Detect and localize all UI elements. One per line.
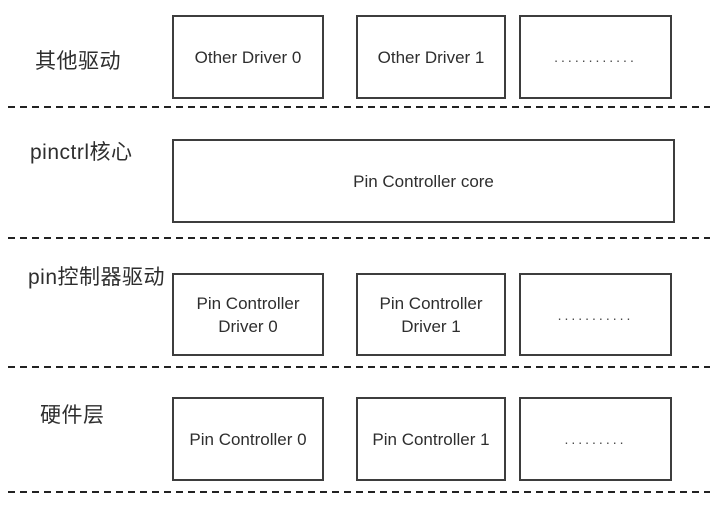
layer-label-pinctrl-core: pinctrl核心 bbox=[30, 141, 133, 164]
box-pin-controller-driver-0: Pin Controller Driver 0 bbox=[172, 273, 324, 356]
box-pin-controller-more-label: ......... bbox=[564, 431, 627, 447]
box-pin-controller-core-label: Pin Controller core bbox=[353, 171, 494, 191]
box-pin-controller-more: ......... bbox=[519, 397, 672, 481]
layer-label-hardware: 硬件层 bbox=[40, 404, 105, 427]
box-pin-controller-core: Pin Controller core bbox=[172, 139, 675, 223]
box-other-driver-more: ............ bbox=[519, 15, 672, 99]
layer-label-other-drivers: 其他驱动 bbox=[35, 50, 121, 73]
layer-separator-2 bbox=[8, 237, 710, 239]
box-other-driver-0: Other Driver 0 bbox=[172, 15, 324, 99]
box-pin-controller-driver-0-label: Pin Controller Driver 0 bbox=[196, 293, 300, 336]
box-pin-controller-1: Pin Controller 1 bbox=[356, 397, 506, 481]
box-other-driver-1-label: Other Driver 1 bbox=[377, 47, 485, 67]
layer-separator-3 bbox=[8, 366, 710, 368]
layer-separator-1 bbox=[8, 106, 710, 108]
box-other-driver-0-label: Other Driver 0 bbox=[194, 47, 302, 67]
layer-separator-4 bbox=[8, 491, 710, 493]
box-pin-controller-driver-1: Pin Controller Driver 1 bbox=[356, 273, 506, 356]
box-pin-controller-0: Pin Controller 0 bbox=[172, 397, 324, 481]
box-pin-controller-driver-1-label: Pin Controller Driver 1 bbox=[379, 293, 483, 336]
box-pin-controller-driver-more: ........... bbox=[519, 273, 672, 356]
box-other-driver-more-label: ............ bbox=[554, 49, 637, 65]
layer-label-pin-controller-drivers: pin控制器驱动 bbox=[28, 266, 166, 289]
box-other-driver-1: Other Driver 1 bbox=[356, 15, 506, 99]
box-pin-controller-1-label: Pin Controller 1 bbox=[372, 429, 490, 449]
box-pin-controller-driver-more-label: ........... bbox=[557, 306, 634, 323]
box-pin-controller-0-label: Pin Controller 0 bbox=[189, 429, 307, 449]
